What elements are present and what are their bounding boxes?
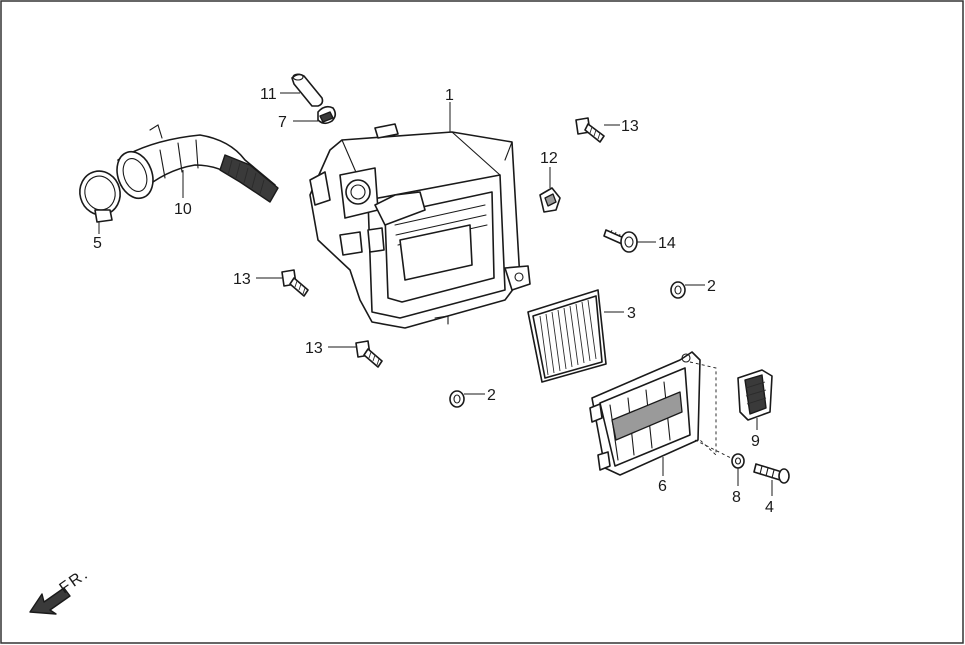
front-direction-arrow-icon [29,587,71,615]
callout-8: 8 [732,489,741,506]
grommet-lower [449,390,465,408]
callout-6: 6 [658,478,667,495]
bolt-washer [603,229,638,253]
inlet-tube [116,124,279,203]
callout-2a: 2 [707,278,716,295]
callout-13b: 13 [233,271,251,288]
intake-duct [737,369,773,421]
callout-11: 11 [260,86,277,103]
callout-5: 5 [93,235,102,252]
bolt-left-lower [355,340,383,368]
callout-12: 12 [540,150,558,167]
filter-element [527,289,607,383]
small-clamp [317,105,337,125]
clip-nut [539,187,561,213]
hose-clamp [79,170,121,223]
grommet-right [670,281,686,299]
callout-14: 14 [658,235,676,252]
callout-13a: 13 [621,118,639,135]
screw-long [753,463,790,484]
callout-1: 1 [445,87,454,104]
bolt-top-right [575,117,605,143]
air-cleaner-case [309,123,531,329]
callout-3: 3 [627,305,636,322]
callout-7: 7 [278,114,287,131]
callout-4: 4 [765,499,774,516]
drain-plug [291,73,324,107]
callout-10: 10 [174,201,192,218]
callout-9: 9 [751,433,760,450]
bolt-left-middle [281,269,309,297]
callout-2b: 2 [487,387,496,404]
washer [731,453,745,469]
case-cover [589,351,736,476]
callout-13c: 13 [305,340,323,357]
